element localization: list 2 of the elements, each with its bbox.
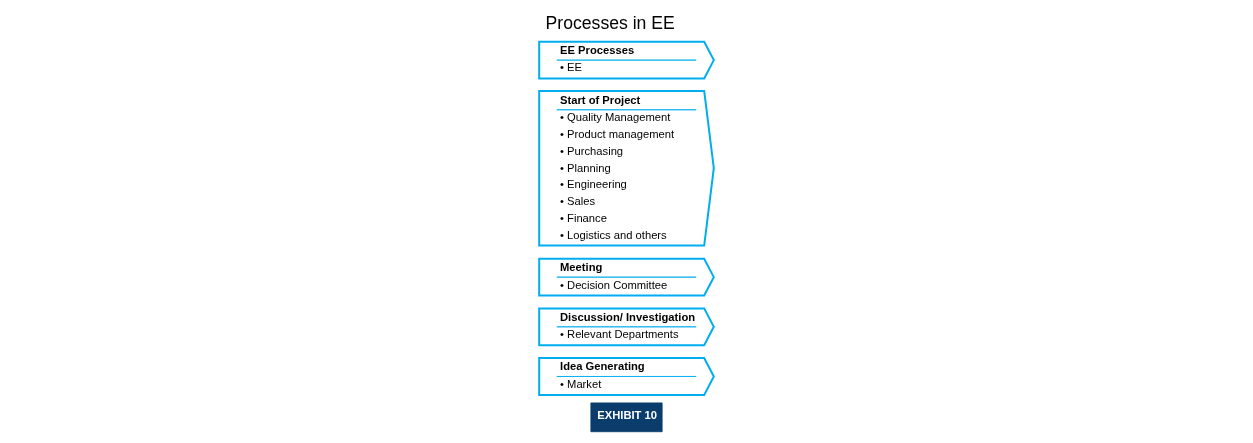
label: EXHIBIT 10 [597,409,658,422]
diagram-title: Processes in EE [545,12,675,33]
